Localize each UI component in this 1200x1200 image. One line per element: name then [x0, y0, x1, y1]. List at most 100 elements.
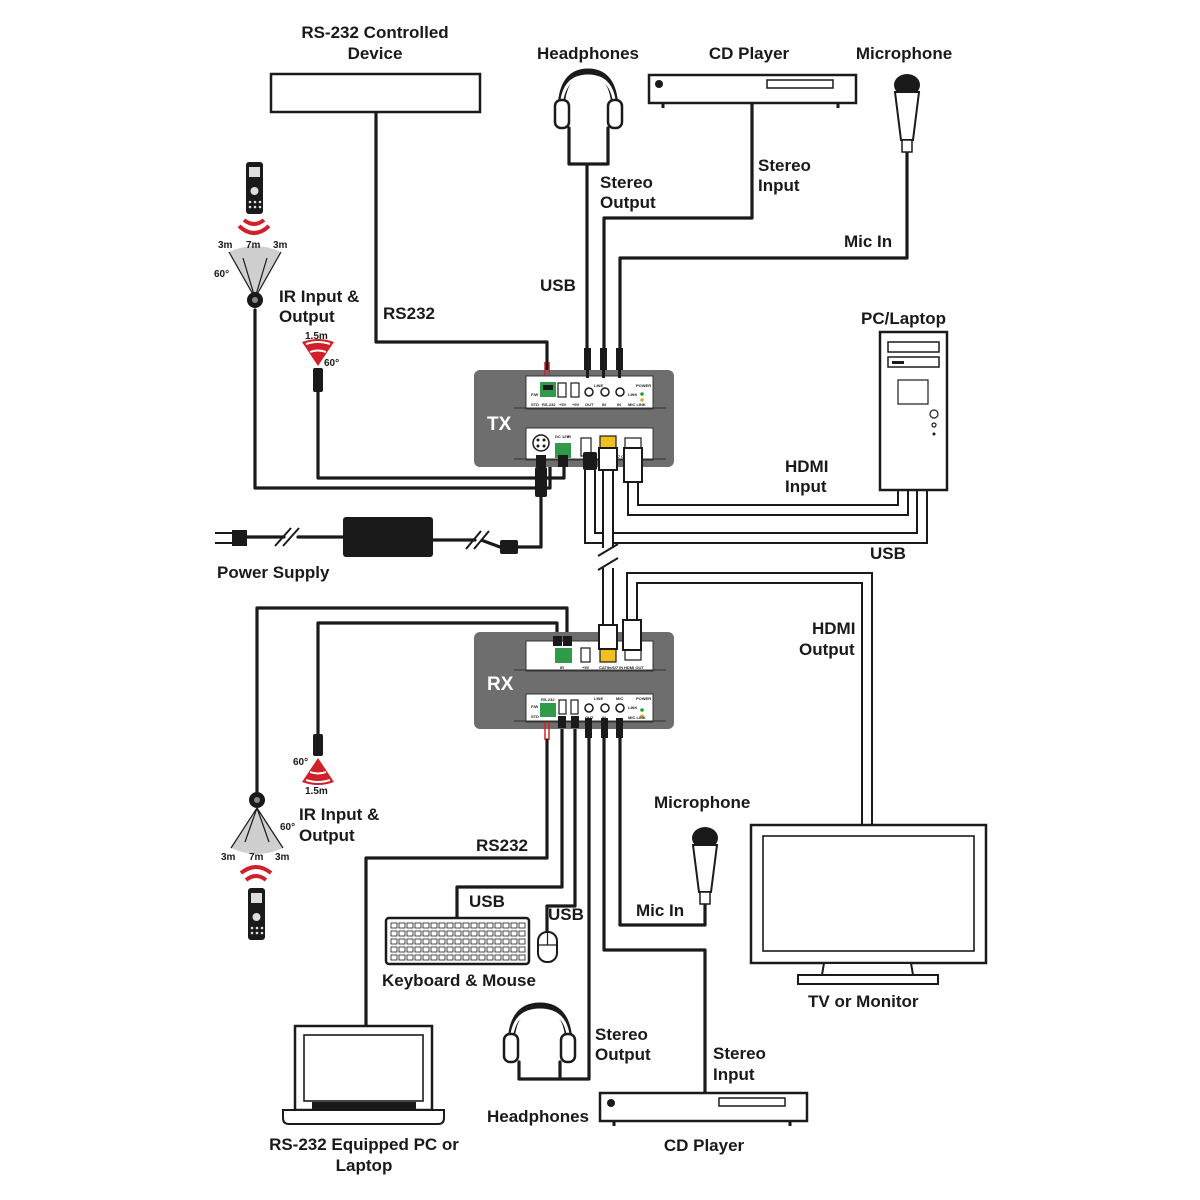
keyboard-key — [414, 922, 422, 929]
keyboard-key — [486, 954, 494, 961]
ir-emitter-cable-top — [316, 390, 566, 480]
keyboard-key — [438, 938, 446, 945]
svg-text:+5V: +5V — [582, 665, 590, 670]
svg-text:IR: IR — [560, 665, 564, 670]
rs232-cable-bottom — [364, 738, 549, 1028]
tv-monitor-icon — [749, 823, 988, 985]
usb-keyboard-cable — [455, 726, 564, 920]
remote-range-left-bottom: 3m — [221, 852, 236, 863]
rs232-label-bottom: RS232 — [476, 836, 528, 855]
keyboard-key — [454, 954, 462, 961]
hdmi-input-cable — [627, 482, 909, 516]
keyboard-key — [406, 938, 414, 945]
tx-label: TX — [487, 414, 512, 435]
cd-cable-bottom — [602, 733, 707, 1094]
keyboard-key — [446, 922, 454, 929]
microphone-icon-bottom — [691, 827, 719, 905]
keyboard-key — [478, 930, 486, 937]
keyboard-key — [446, 938, 454, 945]
keyboard-key — [494, 946, 502, 953]
keyboard-key — [406, 954, 414, 961]
cd-player-icon — [647, 73, 858, 108]
cd-player-label-top: CD Player — [709, 44, 790, 63]
remote-control-icon — [246, 162, 263, 214]
keyboard-key — [486, 922, 494, 929]
mic-in-label-top: Mic In — [844, 232, 892, 251]
keyboard-key — [470, 946, 478, 953]
usb-mouse-label: USB — [548, 905, 584, 924]
keyboard-key — [518, 922, 526, 929]
keyboard-key — [406, 930, 414, 937]
keyboard-key — [430, 930, 438, 937]
svg-text:POWER: POWER — [636, 696, 651, 701]
svg-text:POWER: POWER — [636, 383, 651, 388]
keyboard-key — [422, 938, 430, 945]
svg-text:+5V: +5V — [559, 402, 567, 407]
stereo-input-label-top-2: Input — [758, 176, 800, 195]
rs232-cable-top — [374, 110, 549, 377]
keyboard-key — [478, 954, 486, 961]
headphones-label-bottom: Headphones — [487, 1107, 589, 1126]
remote-range-right: 3m — [273, 240, 288, 251]
keyboard-key — [406, 946, 414, 953]
ir-label-bottom-1: IR Input & — [299, 805, 379, 824]
stereo-output-label-top-1: Stereo — [600, 173, 653, 192]
cd-cable-top — [602, 102, 754, 350]
mouse-icon — [537, 931, 558, 963]
keyboard-key — [438, 954, 446, 961]
keyboard-key — [414, 946, 422, 953]
svg-text:CAT5e/6/7 IN: CAT5e/6/7 IN — [599, 665, 623, 670]
keyboard-key — [462, 930, 470, 937]
keyboard-key — [398, 946, 406, 953]
microphone-label-top: Microphone — [856, 44, 952, 63]
keyboard-key — [390, 930, 398, 937]
rs232-controlled-device — [269, 72, 482, 114]
svg-text:LINE: LINE — [594, 696, 603, 701]
keyboard-key — [494, 954, 502, 961]
remote-control-icon-bottom — [248, 888, 265, 940]
keyboard-key — [422, 954, 430, 961]
mic-cable-bottom — [618, 733, 707, 927]
keyboard-key — [390, 954, 398, 961]
remote-range-angle-bottom: 60° — [280, 822, 295, 833]
svg-text:RS-232: RS-232 — [542, 402, 556, 407]
pc-tower-icon — [878, 330, 949, 492]
keyboard-key — [518, 946, 526, 953]
pc-laptop-label: PC/Laptop — [861, 309, 946, 328]
svg-text:MIC: MIC — [616, 696, 623, 701]
keyboard-key — [406, 922, 414, 929]
microphone-label-bottom: Microphone — [654, 793, 750, 812]
keyboard-icon — [384, 916, 531, 966]
headphones-cable-top — [567, 126, 610, 350]
keyboard-key — [486, 930, 494, 937]
svg-text:IN: IN — [617, 402, 621, 407]
hdmi-output-label-1: HDMI — [812, 619, 855, 638]
keyboard-key — [438, 930, 446, 937]
keyboard-key — [422, 922, 430, 929]
remote-range-angle: 60° — [214, 269, 229, 280]
keyboard-key — [470, 938, 478, 945]
ir-signal-icon — [237, 218, 271, 235]
svg-text:LINK: LINK — [628, 392, 637, 397]
keyboard-key — [398, 930, 406, 937]
keyboard-key — [438, 922, 446, 929]
ir-receiver-range-icon — [228, 246, 282, 308]
keyboard-key — [502, 938, 510, 945]
svg-text:RS-232: RS-232 — [541, 697, 555, 702]
remote-range-left: 3m — [218, 240, 233, 251]
keyboard-key — [454, 930, 462, 937]
remote-range-center: 7m — [246, 240, 261, 251]
ir-signal-icon-bottom — [239, 865, 273, 882]
mic-cable-top — [618, 150, 909, 350]
stereo-input-label-top-1: Stereo — [758, 156, 811, 175]
headphones-cable-bottom — [517, 733, 591, 1081]
keyboard-key — [518, 938, 526, 945]
keyboard-key — [398, 938, 406, 945]
keyboard-key — [454, 938, 462, 945]
headphones-icon — [553, 68, 624, 130]
laptop-icon — [282, 1024, 445, 1125]
keyboard-key — [478, 922, 486, 929]
keyboard-key — [510, 930, 518, 937]
svg-text:MIC LINK: MIC LINK — [628, 402, 646, 407]
